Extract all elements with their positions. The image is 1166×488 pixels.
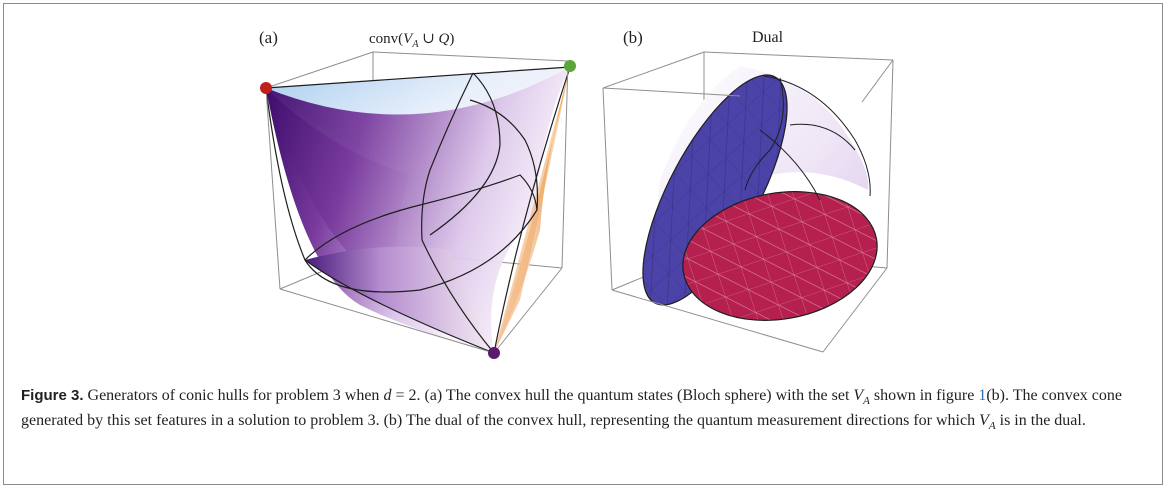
panel-b-box-front	[602, 51, 894, 353]
caption-text-3: shown in figure	[869, 387, 979, 404]
panel-a-right-face-band	[494, 67, 570, 353]
panel-a-bottom-face	[305, 246, 494, 353]
panel-b-red-disk	[682, 191, 878, 321]
panel-a-title: conv(VA ∪ Q)	[369, 29, 454, 50]
panel-a-box-front	[265, 51, 571, 354]
panel-a-title-sub: A	[412, 39, 419, 50]
panel-b-title: Dual	[752, 29, 784, 46]
panel-a-red-point	[260, 82, 272, 94]
panel-a-curves	[265, 66, 571, 354]
panel-b-graphic	[602, 51, 894, 353]
figure-number: Figure 3.	[21, 387, 84, 404]
panel-a-title-prefix: conv(	[369, 31, 404, 47]
figure-caption: Figure 3. Generators of conic hulls for …	[21, 386, 1141, 436]
figure-graphics	[260, 51, 894, 359]
figure-ref-link[interactable]: 1	[978, 387, 987, 404]
panel-b-curves	[744, 75, 871, 201]
panel-a-title-set2: Q	[438, 31, 450, 47]
panel-a-purple-point	[488, 347, 500, 359]
panel-a-title-set1: V	[403, 31, 413, 47]
panel-b-label: (b)	[623, 28, 643, 47]
caption-text-5: is in the dual.	[995, 412, 1086, 430]
panel-a-title-suffix: )	[449, 31, 455, 47]
figure-frame	[3, 3, 1163, 485]
caption-set-2: V	[979, 412, 989, 430]
panel-a-label: (a)	[259, 28, 278, 47]
caption-set: V	[853, 387, 864, 404]
caption-set-sub: A	[863, 395, 870, 408]
caption-text-2: = 2. (a) The convex hull the quantum sta…	[391, 387, 854, 404]
caption-text-1: Generators of conic hulls for problem 3 …	[83, 387, 384, 404]
panel-a-graphic	[260, 51, 576, 359]
caption-d-variable: d	[383, 387, 392, 404]
panel-a-title-union: ∪	[418, 31, 439, 47]
caption-text-4: (b). The convex cone generated by this s…	[21, 387, 1122, 430]
panel-a-front-face	[266, 67, 570, 353]
caption-set-2-sub: A	[988, 420, 996, 433]
panel-a-green-point	[564, 60, 576, 72]
